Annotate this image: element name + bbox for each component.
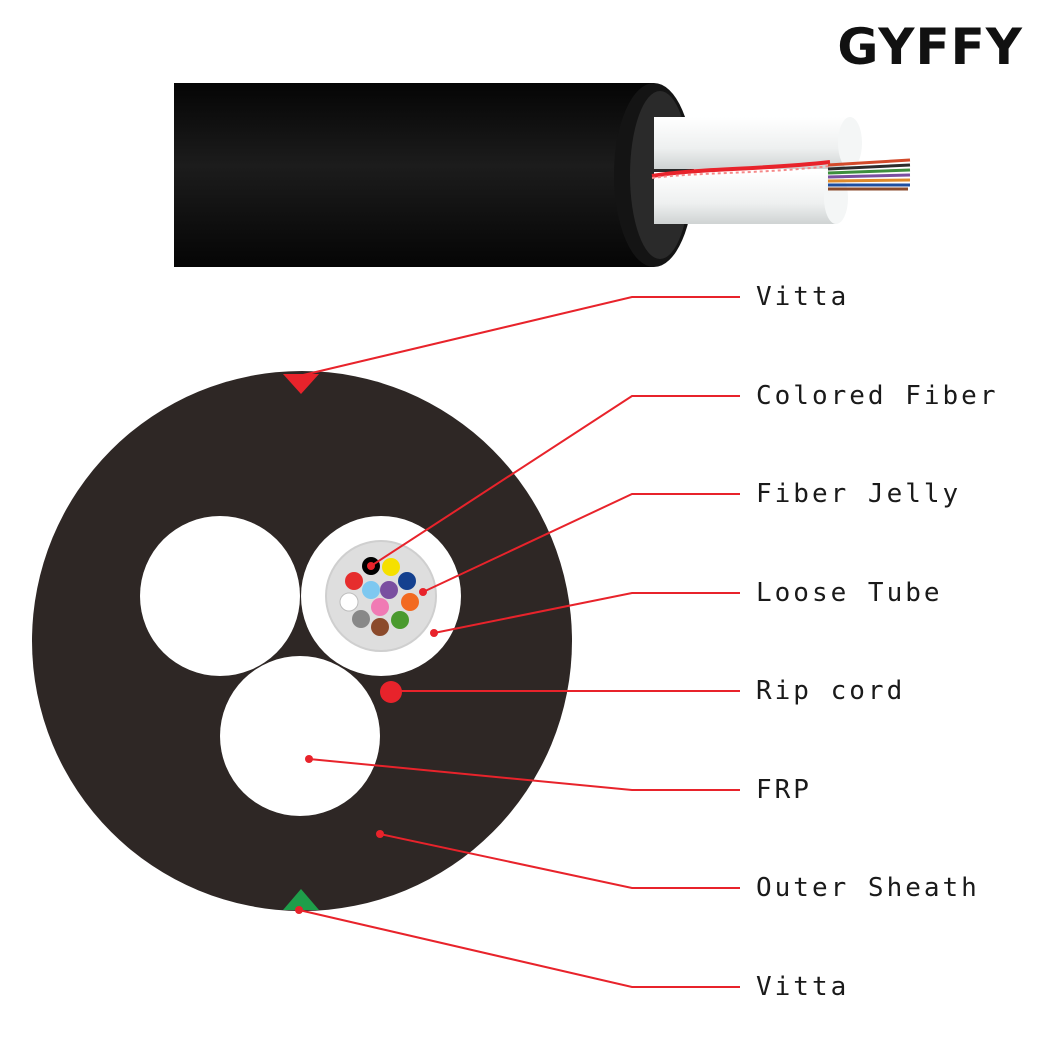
vitta-bottom-marker <box>283 889 319 910</box>
leader-colored-fiber <box>370 395 740 567</box>
leader-vitta-bottom <box>298 909 740 988</box>
colored-fiber <box>371 618 389 636</box>
cable-side-view <box>174 83 911 267</box>
leader-loose-tube <box>433 592 740 634</box>
leader-lines <box>298 296 740 988</box>
vitta-top-marker <box>283 374 319 394</box>
leader-outer-sheath <box>379 833 740 889</box>
outer-sheath <box>32 371 572 911</box>
frp-left <box>140 516 300 676</box>
colored-fiber <box>391 611 409 629</box>
label-rip-cord: Rip cord <box>756 676 906 706</box>
label-fiber-jelly: Fiber Jelly <box>756 479 962 509</box>
label-vitta-top: Vitta <box>756 282 850 312</box>
colored-fiber <box>398 572 416 590</box>
exposed-frp-lower <box>654 172 836 224</box>
colored-fiber <box>371 598 389 616</box>
colored-fiber <box>352 610 370 628</box>
rip-cord <box>380 681 402 703</box>
colored-fiber <box>345 572 363 590</box>
label-outer-sheath: Outer Sheath <box>756 873 980 903</box>
colored-fiber <box>382 558 400 576</box>
colored-fiber <box>380 581 398 599</box>
colored-fiber <box>401 593 419 611</box>
label-vitta-bottom: Vitta <box>756 972 850 1002</box>
cable-outer-jacket <box>174 83 654 267</box>
label-loose-tube: Loose Tube <box>756 578 943 608</box>
leader-endpoints <box>295 562 438 914</box>
leader-fiber-jelly <box>422 493 740 593</box>
colored-fiber <box>362 581 380 599</box>
frp-bottom <box>220 656 380 816</box>
exposed-frp-upper-end <box>838 117 862 169</box>
exposed-frp-upper <box>654 117 850 169</box>
colored-fiber <box>339 592 359 612</box>
cable-cross-section <box>32 371 572 911</box>
leader-vitta-top <box>298 296 740 377</box>
label-colored-fiber: Colored Fiber <box>756 381 999 411</box>
leader-frp <box>308 758 740 791</box>
exposed-rip-cord <box>651 160 831 178</box>
exposed-fiber-bundle <box>827 158 911 191</box>
cable-type-title: GYFFY <box>837 18 1023 76</box>
label-frp: FRP <box>756 775 812 805</box>
